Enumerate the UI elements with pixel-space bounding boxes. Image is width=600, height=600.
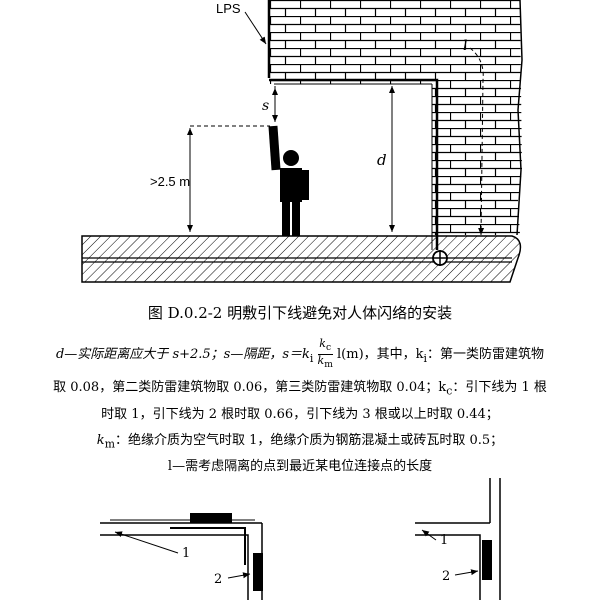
lps-label: LPS — [216, 1, 241, 16]
figure-caption: 图 D.0.2-2 明敷引下线避免对人体闪络的安装 — [147, 304, 453, 322]
note-line-2-text: 取 0.08，第二类防雷建筑物取 0.06，第三类防雷建筑物取 0.04；k — [53, 380, 447, 395]
note-line-2: 取 0.08，第二类防雷建筑物取 0.06，第三类防雷建筑物取 0.04；kc：… — [0, 376, 600, 398]
ground-slab — [81, 235, 522, 283]
note-line-3: 时取 1，引下线为 2 根时取 0.66，引下线为 3 根或以上时取 0.44； — [101, 407, 499, 422]
frac-den: k — [317, 354, 325, 368]
note-line-2-tail: ：引下线为 1 根 — [452, 380, 547, 395]
note-line-4-b: ：绝缘介质为空气时取 1，绝缘介质为钢筋混凝土或砖瓦时取 0.5； — [114, 433, 504, 448]
brick-wall — [270, 0, 523, 236]
lps-leader — [244, 11, 267, 45]
note-line-5: l—需考虑隔离的点到最近某电位连接点的长度 — [167, 459, 433, 474]
note-line-4-sub: m — [104, 437, 115, 451]
note-line-1: d—实际距离应大于 s+2.5；s—隔距，s＝ki kc km l(m)，其中，… — [0, 338, 600, 371]
detail-drawing-right: 1 2 — [415, 478, 501, 600]
note-line-2-sub: c — [446, 384, 453, 398]
detail-label-1a: 1 — [182, 546, 190, 561]
detail-label-2b: 2 — [442, 569, 450, 584]
frac-num: k — [319, 337, 326, 350]
note-line-4: km：绝缘介质为空气时取 1，绝缘介质为钢筋混凝土或砖瓦时取 0.5； — [0, 429, 600, 451]
person-figure — [268, 125, 309, 236]
note-fraction: kc km — [317, 337, 333, 371]
l-leader — [469, 47, 485, 236]
d-label: d — [377, 151, 387, 169]
note-line-1-e: ：第一类防雷建筑物 — [427, 347, 545, 363]
note-line-4-a: k — [96, 433, 105, 448]
height-label: >2.5 m — [150, 174, 190, 189]
note-line-1-b: i — [309, 351, 314, 365]
lps-down-conductor — [267, 0, 448, 266]
frac-num-sub: c — [325, 342, 332, 354]
detail-drawing-left: 1 2 — [100, 513, 263, 600]
frac-den-sub: m — [324, 359, 333, 371]
s-label: s — [262, 98, 269, 114]
note-line-1-c: l(m)，其中，k — [337, 347, 424, 363]
note-line-1-d: i — [423, 351, 427, 365]
height-dimension — [187, 125, 270, 232]
detail-label-1b: 1 — [440, 533, 448, 548]
note-line-1-a: d—实际距离应大于 s+2.5；s—隔距，s＝k — [55, 347, 310, 363]
l-label: l — [463, 38, 467, 54]
detail-label-2a: 2 — [214, 572, 222, 587]
